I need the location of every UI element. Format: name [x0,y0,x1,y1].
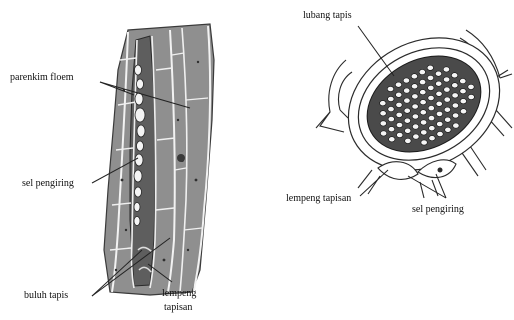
sieve-pore [411,84,417,89]
sieve-pore [413,134,419,139]
tissue-strip [104,24,214,295]
label-sel-pengiring-right: sel pengiring [412,204,464,215]
sieve-pore [452,93,458,98]
sieve-pore [428,85,434,90]
sieve-pore [468,84,474,89]
sieve-pore [435,71,441,76]
sieve-pore [429,136,435,141]
sieve-pore [388,107,394,112]
sieve-pore [412,114,418,119]
sieve-pore [380,111,386,116]
sieve-pore [451,73,457,78]
sieve-pore [389,137,395,142]
sieve-pore [395,82,401,87]
sieve-pore [445,127,451,132]
sieve-pore [460,89,466,94]
sieve-pore [396,92,402,97]
sieve-pore [412,104,418,109]
sieve-pore [452,103,458,108]
sieve-pore [436,101,442,106]
sieve-pore [405,138,411,143]
sieve-pore [404,98,410,103]
sieve-pore [443,77,449,82]
nucleus [177,154,185,162]
sieve-pore [452,113,458,118]
sieve-pore [460,79,466,84]
sieve-pore [421,140,427,145]
sieve-pore [420,90,426,95]
sieve-pore [403,78,409,83]
sieve-pore [380,121,386,126]
sieve-pore [427,75,433,80]
sieve-pore [397,132,403,137]
sieve-pore [404,88,410,93]
sieve-pore [460,109,466,114]
sieve-pore [419,70,425,75]
sieve-pore [420,120,426,125]
sieve-pore [404,108,410,113]
sieve-pore [396,102,402,107]
sieve-pore [412,124,418,129]
sieve-pore [380,101,386,106]
sieve-pore [453,123,459,128]
label-lempeng: lempeng [162,288,196,299]
sieve-pore [396,112,402,117]
sieve-pore [388,127,394,132]
sieve-pore [436,91,442,96]
label-lubang-tapis: lubang tapis [303,10,352,21]
sieve-pore [468,94,474,99]
sieve-pore [405,128,411,133]
sieve-pore [412,94,418,99]
sieve-pore [428,116,434,121]
label-sel-pengiring-left: sel pengiring [22,178,74,189]
sieve-pore [427,65,433,70]
sieve-pore [404,118,410,123]
sieve-pore [419,80,425,85]
sieve-pore [396,122,402,127]
sieve-pore [428,106,434,111]
sieve-pore [420,110,426,115]
leader-sel-pengiring-r1 [408,176,446,198]
label-lempeng-tapisan: lempeng tapisan [286,193,351,204]
leader-lempeng-tapisan [360,170,388,196]
sieve-pore [452,83,458,88]
sieve-pore [444,97,450,102]
sieve-pore [436,81,442,86]
sieve-pore [460,99,466,104]
sieve-pore [444,107,450,112]
label-buluh-tapis: buluh tapis [24,290,68,301]
sieve-pore [387,86,393,91]
longitudinal-section [92,24,214,296]
label-parenkim-floem: parenkim floem [10,72,74,83]
companion-nucleus [438,168,443,173]
sieve-pore [421,130,427,135]
label-tapisan: tapisan [164,302,192,313]
cross-section [316,12,514,198]
sieve-pore [380,131,386,136]
sieve-pore [444,87,450,92]
sieve-pore [420,100,426,105]
sieve-pore [437,121,443,126]
sieve-pore [443,67,449,72]
sieve-pore [437,131,443,136]
sieve-pore [445,117,451,122]
sieve-pore [388,96,394,101]
sieve-pore [436,111,442,116]
sieve-pore [388,117,394,122]
sieve-pore [428,95,434,100]
sieve-pore [411,74,417,79]
sieve-pore [429,126,435,131]
